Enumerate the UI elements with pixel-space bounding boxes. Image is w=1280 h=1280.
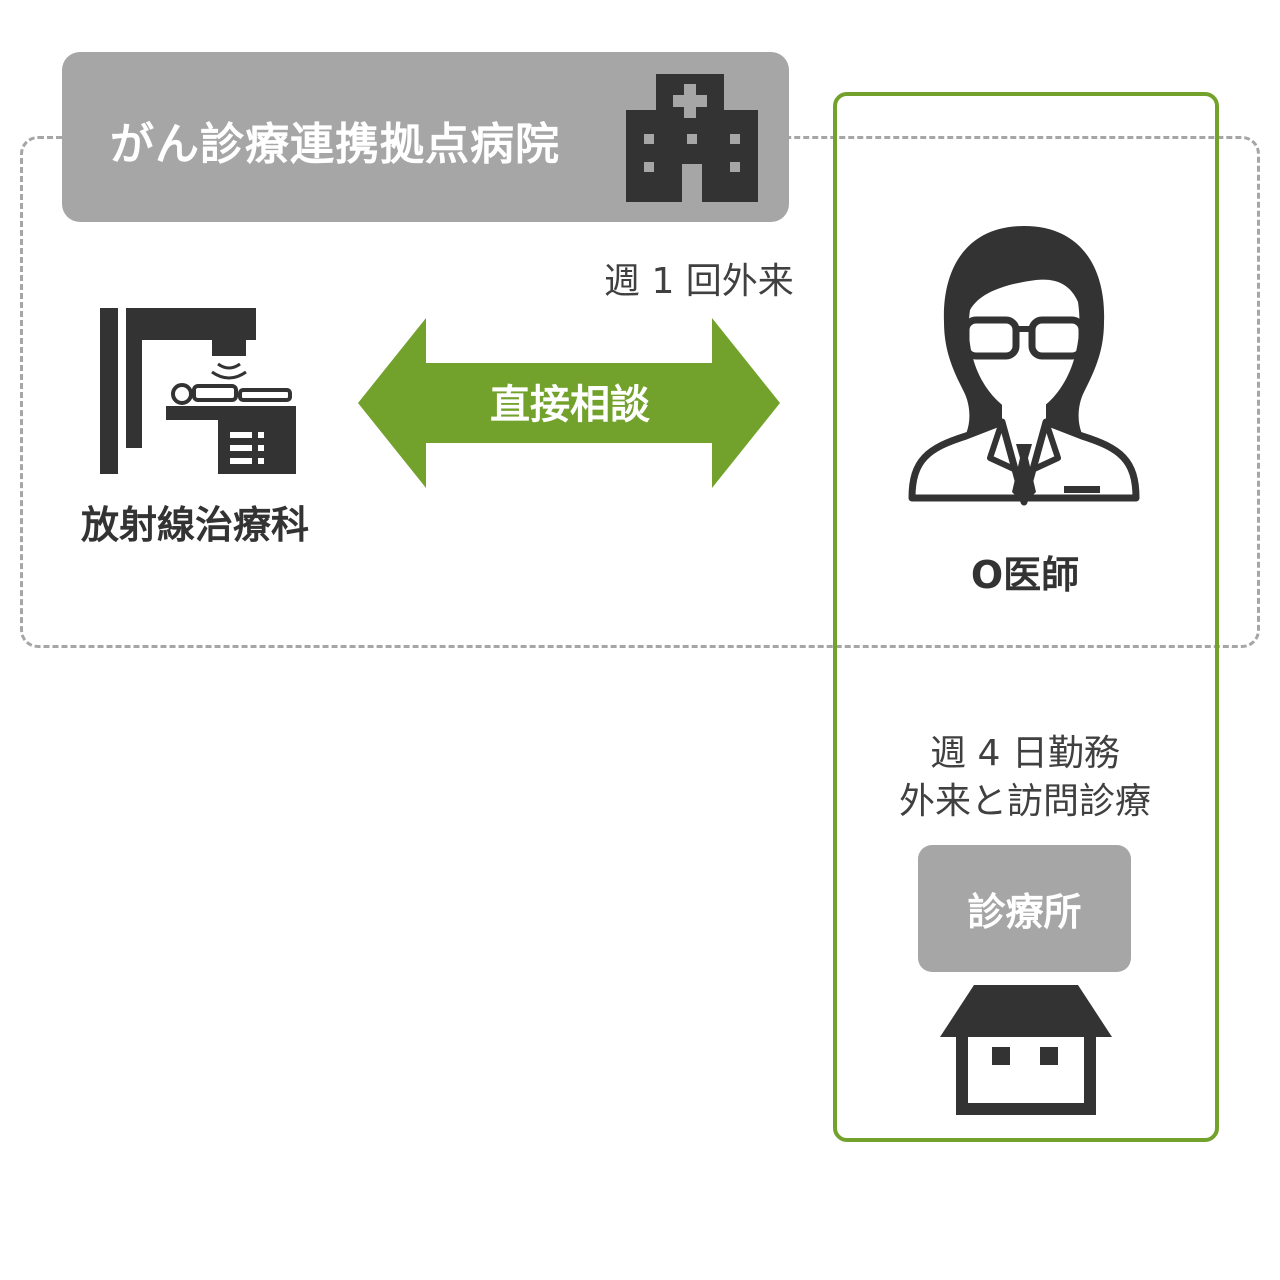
hospital-building-icon <box>626 74 758 202</box>
schedule-line-1: 週 4 日勤務 <box>930 733 1120 774</box>
department-label: 放射線治療科 <box>80 503 309 547</box>
hospital-title: がん診療連携拠点病院 <box>110 119 560 170</box>
frequency-label: 週 1 回外来 <box>604 261 794 302</box>
female-doctor-icon <box>908 226 1140 506</box>
doctor-zone <box>833 92 1219 1142</box>
clinic-label: 診療所 <box>967 890 1082 934</box>
house-icon <box>940 985 1112 1115</box>
arrow-label: 直接相談 <box>490 382 650 428</box>
clinic-box: 診療所 <box>918 845 1131 972</box>
doctor-name-label: O医師 <box>970 553 1080 597</box>
double-arrow-icon <box>358 318 780 488</box>
radiotherapy-machine-icon <box>100 308 296 474</box>
schedule-line-2: 外来と訪問診療 <box>898 781 1151 822</box>
